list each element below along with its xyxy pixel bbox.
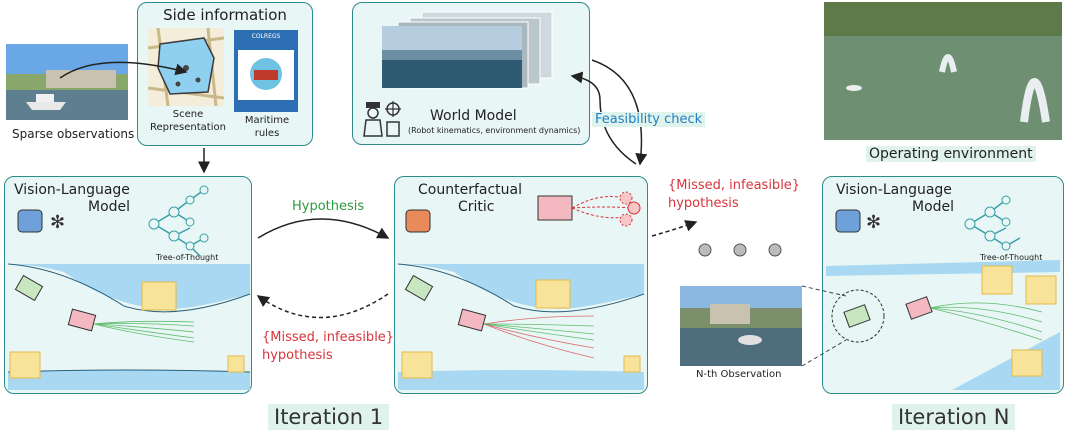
obstacle-box	[14, 274, 44, 302]
scene-representation-label-l1: Scene	[172, 109, 204, 120]
robot-box	[67, 308, 97, 332]
sparse-observation-photo	[6, 44, 128, 120]
vlm-right-title-l1: Vision-Language	[836, 182, 952, 198]
target-box	[9, 351, 41, 379]
critic-title-l2: Critic	[458, 199, 495, 215]
maritime-rules-booklet: COLREGS	[234, 30, 298, 112]
robot-icon	[835, 209, 861, 233]
sparse-observations-label: Sparse observations	[12, 127, 135, 141]
counterfactual-marker	[619, 213, 633, 227]
feasibility-check-label: Feasibility check	[592, 112, 706, 127]
missed-back-label-l1: {Missed, infeasible}	[262, 330, 395, 345]
hypothesis-label: Hypothesis	[292, 199, 365, 214]
vlm-right-tot-label: Tree-of-Thought	[980, 253, 1043, 262]
world-model-subtitle: (Robot kinematics, environment dynamics)	[408, 126, 581, 135]
missed-forward-label-l2: hypothesis	[668, 196, 739, 211]
world-model-title: World Model	[430, 108, 517, 124]
water-top	[8, 264, 250, 309]
critic-title-l1: Counterfactual	[418, 182, 522, 198]
counterfactual-marker	[627, 201, 641, 215]
counterfactual-marker	[619, 191, 633, 205]
ellipsis-dots	[698, 243, 782, 257]
ship-wheel-icon	[384, 100, 402, 138]
nth-observation-photo	[680, 286, 802, 366]
vlm-left-title-l2: Model	[88, 199, 131, 215]
maritime-rules-label-l2: rules	[254, 128, 280, 139]
maritime-rules-label-l1: Maritime	[244, 115, 290, 126]
snowflake-icon: ✻	[50, 212, 65, 233]
snowflake-icon: ✻	[866, 212, 881, 233]
nth-observation-label: N-th Observation	[696, 369, 782, 380]
operating-environment-label: Operating environment	[866, 146, 1036, 162]
vlm-right-scene: ✻	[826, 195, 1060, 390]
target-box	[141, 281, 177, 311]
captain-icon	[362, 100, 384, 138]
critic-robot-icon	[405, 209, 431, 233]
iteration-1-label: Iteration 1	[268, 404, 390, 430]
side-information-title: Side information	[163, 6, 287, 24]
vlm-left-scene: ✻	[7, 185, 251, 390]
iteration-n-label: Iteration N	[892, 404, 1016, 430]
target-box	[227, 355, 245, 373]
world-model-frames	[378, 8, 556, 90]
robot-icon	[17, 209, 43, 233]
missed-forward-label-l1: {Missed, infeasible}	[668, 178, 801, 193]
water-bottom	[8, 370, 250, 390]
vlm-left-title-l1: Vision-Language	[14, 182, 130, 198]
critic-scene	[397, 191, 645, 390]
booklet-text: COLREGS	[251, 33, 281, 40]
missed-back-label-l2: hypothesis	[262, 348, 333, 363]
vlm-right-title-l2: Model	[912, 199, 955, 215]
vlm-left-tot-label: Tree-of-Thought	[156, 253, 219, 262]
critic-robot-box	[537, 195, 573, 221]
scene-representation-label-l2: Representation	[150, 122, 226, 133]
trajectories	[93, 320, 195, 343]
operating-environment-photo	[824, 2, 1062, 140]
